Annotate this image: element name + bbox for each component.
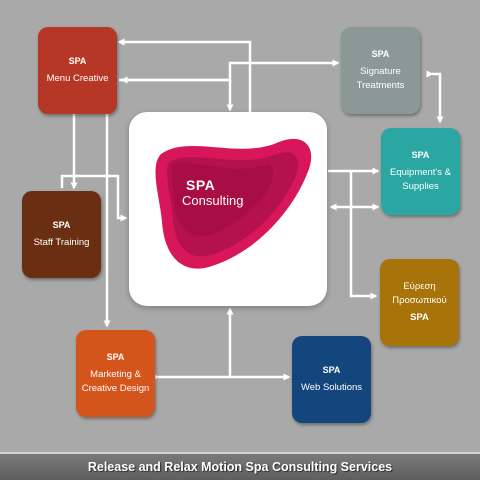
logo-spa-text: SPA [186,177,216,193]
logo-consulting-text: Consulting [182,193,244,208]
box-label: Web Solutions [300,382,363,394]
box-title: SPA [322,365,341,376]
box-evresi-prosopikou-spa[interactable]: Εύρεση Προσωπικού SPA [380,259,459,346]
box-label: Menu Creative [46,73,109,85]
box-label: Marketing & [90,369,141,381]
box-spa-staff-training[interactable]: SPA Staff Training [22,191,101,278]
box-title: SPA [371,49,390,60]
box-label-2: Supplies [402,181,439,193]
box-label-2: Προσωπικού [392,295,447,307]
box-title: SPA [410,311,429,323]
box-spa-marketing-creative-design[interactable]: SPA Marketing & Creative Design [76,330,155,417]
box-title: SPA [68,56,87,67]
box-title: SPA [411,150,430,161]
box-spa-signature-treatments[interactable]: SPA Signature Treatments [341,27,420,114]
box-label: Equipment's & [390,167,451,179]
arrow-signature-to-equipment [426,70,444,124]
box-label: Signature [360,66,401,78]
footer-banner: Release and Relax Motion Spa Consulting … [0,452,480,480]
spa-logo-icon [155,138,312,269]
box-title: SPA [106,352,125,363]
box-label-2: Treatments [356,80,405,92]
connector-arrows [60,38,444,381]
arrow-right-vertical [349,171,378,300]
box-label: Εύρεση [403,281,436,293]
spa-consulting-logo-card: SPA Consulting [129,112,327,306]
box-label: Staff Training [33,237,90,249]
box-spa-equipment-supplies[interactable]: SPA Equipment's & Supplies [381,128,460,215]
arrow-center-to-menu-top [117,38,252,112]
arrow-staff-hub [60,174,128,222]
box-spa-web-solutions[interactable]: SPA Web Solutions [292,336,371,423]
arrow-menu-to-signature [119,59,340,82]
footer-caption: Release and Relax Motion Spa Consulting … [87,460,393,474]
box-label-2: Creative Design [81,383,150,395]
box-title: SPA [52,220,71,231]
box-spa-menu-creative[interactable]: SPA Menu Creative [38,27,117,114]
